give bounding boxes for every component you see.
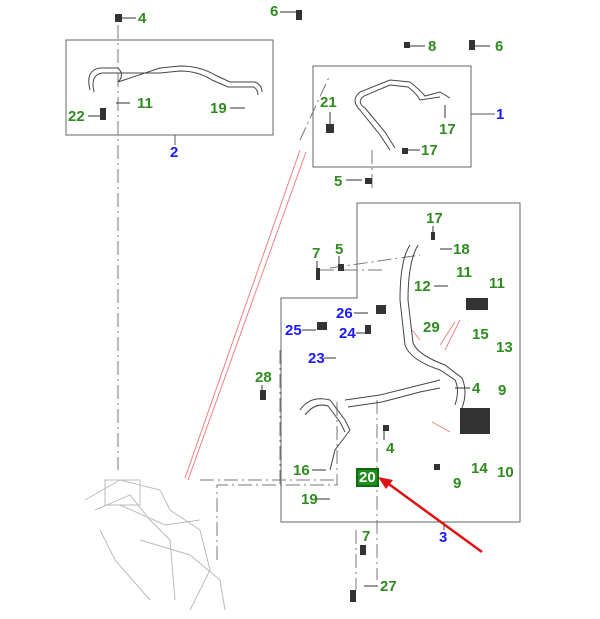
callout-7-mid[interactable]: 7: [312, 245, 321, 262]
callout-9-bottom[interactable]: 9: [453, 475, 462, 492]
callout-12[interactable]: 12: [414, 278, 431, 295]
callout-4-mid-right[interactable]: 4: [472, 380, 481, 397]
callout-5-mid[interactable]: 5: [335, 241, 344, 258]
callout-6-top-right[interactable]: 6: [495, 38, 504, 55]
engine-illustration: [84, 479, 226, 611]
callout-19-bottom[interactable]: 19: [301, 491, 318, 508]
callout-11-top[interactable]: 11: [137, 95, 153, 112]
callout-23[interactable]: 23: [308, 350, 325, 367]
callout-20-selected[interactable]: 20: [356, 468, 379, 487]
fastener-glyphs: [100, 10, 490, 602]
callout-16[interactable]: 16: [293, 462, 310, 479]
callout-10[interactable]: 10: [497, 464, 514, 481]
callout-8[interactable]: 8: [428, 38, 437, 55]
pipe-assembly-1: [354, 79, 451, 151]
callout-19-top[interactable]: 19: [210, 100, 227, 117]
callout-4-top[interactable]: 4: [138, 10, 147, 27]
callout-26[interactable]: 26: [336, 305, 353, 322]
callout-9-right[interactable]: 9: [498, 382, 507, 399]
highlight-arrow: [378, 477, 483, 554]
callout-22[interactable]: 22: [68, 108, 85, 125]
callout-17-box3[interactable]: 17: [426, 210, 443, 227]
reference-lines: [184, 149, 461, 481]
pipe-assembly-2: [88, 65, 263, 96]
callout-17-box1-right[interactable]: 17: [439, 121, 456, 138]
pipe-assembly-3: [299, 244, 466, 471]
callout-6-top-left[interactable]: 6: [270, 3, 279, 20]
assembly-box-3: [280, 202, 521, 523]
callout-24[interactable]: 24: [339, 325, 356, 342]
assembly-box-2: [65, 39, 274, 136]
callout-27[interactable]: 27: [380, 578, 397, 595]
callout-13[interactable]: 13: [496, 339, 513, 356]
callout-14[interactable]: 14: [471, 460, 488, 477]
assembly-box-1: [312, 65, 472, 168]
callout-21[interactable]: 21: [320, 94, 337, 111]
callout-leaders: [88, 11, 490, 587]
callout-18[interactable]: 18: [453, 241, 470, 258]
callout-11-mid-left[interactable]: 11: [456, 264, 472, 281]
callout-assembly-3[interactable]: 3: [439, 529, 448, 546]
center-lines: [117, 25, 421, 590]
callout-15[interactable]: 15: [472, 326, 489, 343]
callout-29[interactable]: 29: [423, 319, 440, 336]
callout-5-top[interactable]: 5: [334, 173, 343, 190]
callout-assembly-1[interactable]: 1: [496, 106, 505, 123]
callout-11-mid-right[interactable]: 11: [489, 275, 505, 292]
callout-4-mid-lower[interactable]: 4: [386, 440, 395, 457]
callout-17-box1-bottom[interactable]: 17: [421, 142, 438, 159]
callout-assembly-2[interactable]: 2: [170, 144, 179, 161]
callout-7-bottom[interactable]: 7: [362, 528, 371, 545]
callout-28[interactable]: 28: [255, 369, 272, 386]
callout-25[interactable]: 25: [285, 322, 302, 339]
